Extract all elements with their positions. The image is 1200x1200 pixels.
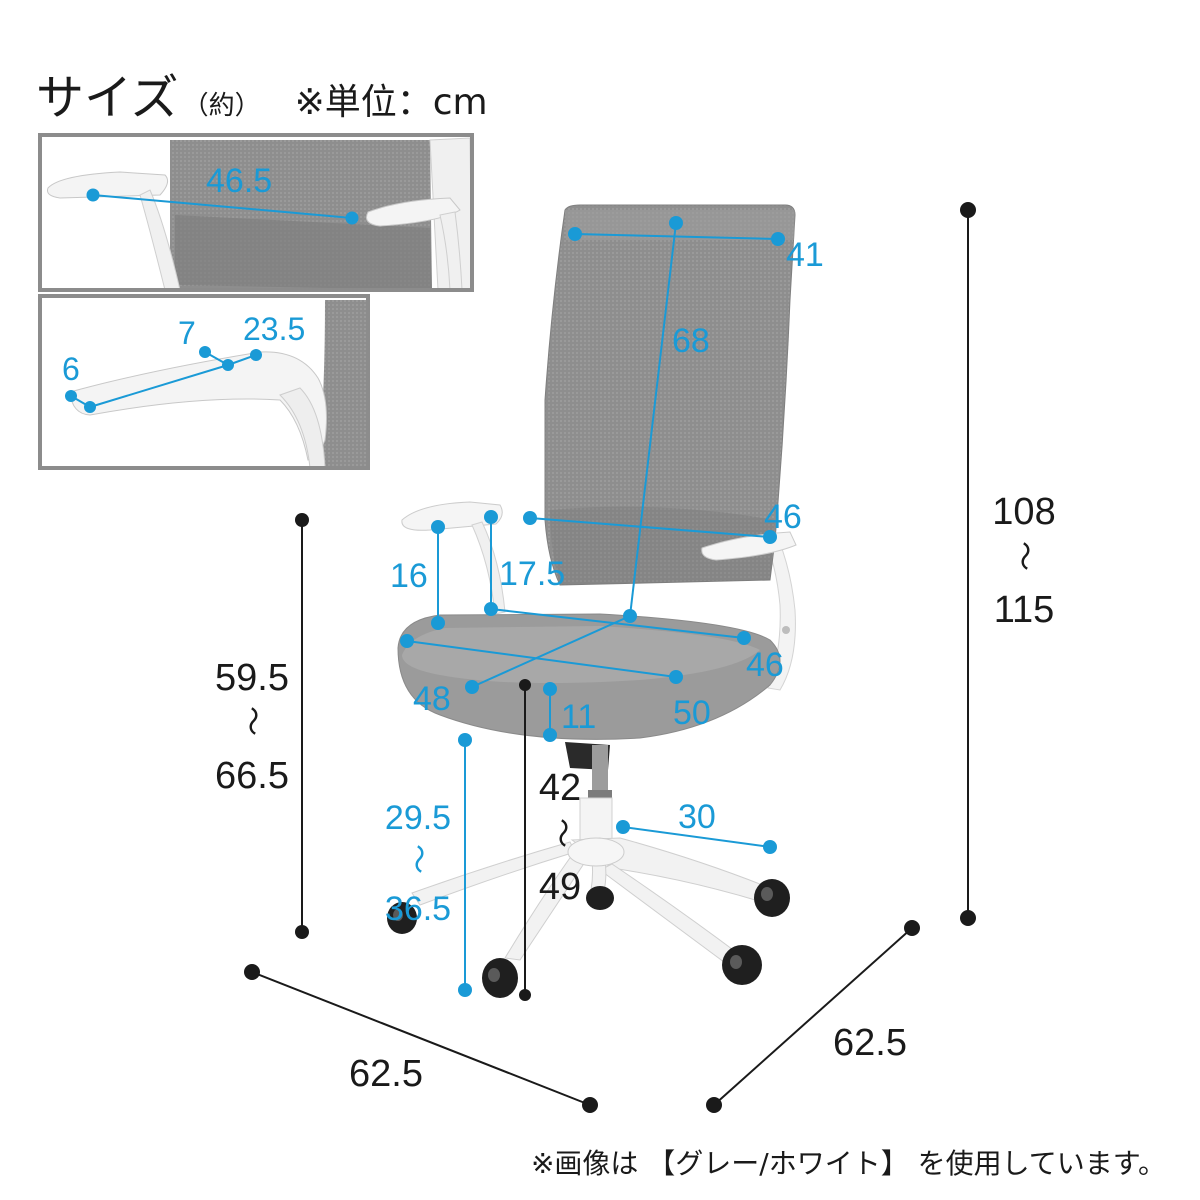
backrest-height-label: 68: [672, 322, 710, 360]
image-note: ※画像は 【グレー/ホワイト】 を使用しています。: [530, 1147, 1166, 1180]
seat-width-back-label: 46: [746, 646, 784, 684]
dimension-labels: 108 〜 115 59.5 〜 66.5 42 〜 49 29.5 〜 36.…: [215, 236, 1056, 1095]
armrest-height-min-label: 59.5: [215, 657, 289, 699]
lower-height-min-label: 29.5: [385, 799, 451, 837]
inset-armrest-pad: 6 7 23.5: [38, 294, 370, 470]
detail-dimension-lines: [400, 216, 785, 997]
armrest-outer-width-label: 46.5: [206, 162, 272, 200]
armrest-height-range-mark: 〜: [234, 706, 269, 736]
seat-thickness-label: 11: [561, 698, 596, 736]
approx-label: （約）: [182, 91, 261, 121]
size-title: サイズ: [36, 70, 179, 126]
inset-armrest-width: 46.5: [38, 133, 474, 292]
backrest-width-label: 41: [786, 236, 824, 274]
armrest-pad-thickness-label: 6: [62, 351, 80, 387]
footprint-depth-label: 62.5: [833, 1022, 907, 1064]
overall-dimension-lines: [244, 202, 976, 1113]
armrest-inner-width-label: 46: [764, 498, 802, 536]
seat-height-range-mark: 〜: [544, 818, 579, 848]
lower-height-max-label: 36.5: [385, 890, 451, 928]
seat-height-min-label: 42: [539, 767, 581, 809]
footprint-width-label: 62.5: [349, 1053, 423, 1095]
arm-to-seat-back-label: 17.5: [499, 555, 565, 593]
lower-height-range-mark: 〜: [400, 844, 435, 874]
armrest-height-max-label: 66.5: [215, 755, 289, 797]
armrest-pad-width-label: 7: [178, 315, 196, 351]
base-radius-label: 30: [678, 798, 716, 836]
seat-depth-label: 48: [413, 680, 451, 718]
seat-width-front-label: 50: [673, 694, 711, 732]
unit-label: ※単位：cm: [294, 82, 488, 123]
seat-height-max-label: 49: [539, 866, 581, 908]
total-height-range-mark: 〜: [1006, 541, 1041, 571]
total-height-max-label: 115: [994, 589, 1055, 631]
arm-to-seat-label: 16: [390, 557, 428, 595]
chair-illustration: [387, 204, 797, 998]
armrest-pad-length-label: 23.5: [243, 311, 305, 347]
total-height-min-label: 108: [992, 491, 1055, 533]
size-header: サイズ（約） ※単位：cm: [36, 58, 488, 128]
